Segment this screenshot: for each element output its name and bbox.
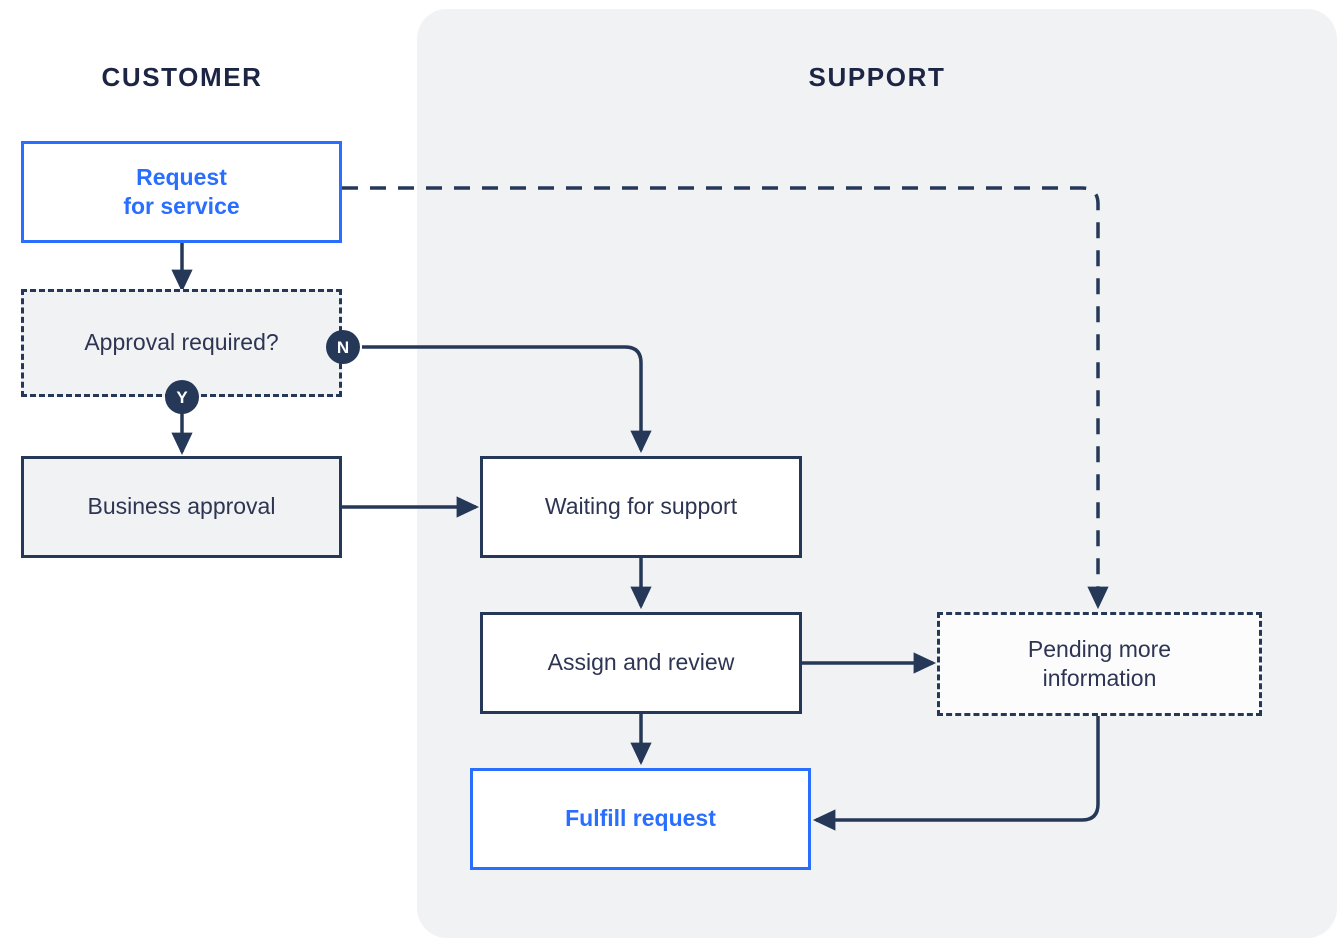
lane-title-customer: CUSTOMER [101,62,263,92]
edge-no-to-waiting [362,345,652,454]
node-request-for-service[interactable]: Request for service [21,141,342,243]
node-pending-more-information-label: Pending more information [1027,635,1172,691]
node-fulfill-request-label: Fulfill request [565,805,716,832]
node-approval-required-label: Approval required? [84,329,279,356]
badge-decision-no[interactable]: N [326,330,360,364]
node-assign-and-review-label: Assign and review [547,649,735,676]
node-waiting-for-support[interactable]: Waiting for support [480,456,802,558]
node-waiting-for-support-label: Waiting for support [544,493,738,520]
node-business-approval[interactable]: Business approval [21,456,342,558]
badge-decision-yes[interactable]: Y [165,380,199,414]
node-business-approval-label: Business approval [87,493,276,520]
node-fulfill-request[interactable]: Fulfill request [470,768,811,870]
edge-request-to-pending-dashed [342,186,1109,610]
badge-decision-yes-label: Y [176,387,188,407]
badge-decision-no-label: N [336,337,350,357]
edge-pending-to-fulfill [812,716,1100,831]
node-pending-more-information[interactable]: Pending more information [937,612,1262,716]
node-request-for-service-label: Request for service [123,163,240,219]
lane-title-support: SUPPORT [808,62,946,92]
node-assign-and-review[interactable]: Assign and review [480,612,802,714]
